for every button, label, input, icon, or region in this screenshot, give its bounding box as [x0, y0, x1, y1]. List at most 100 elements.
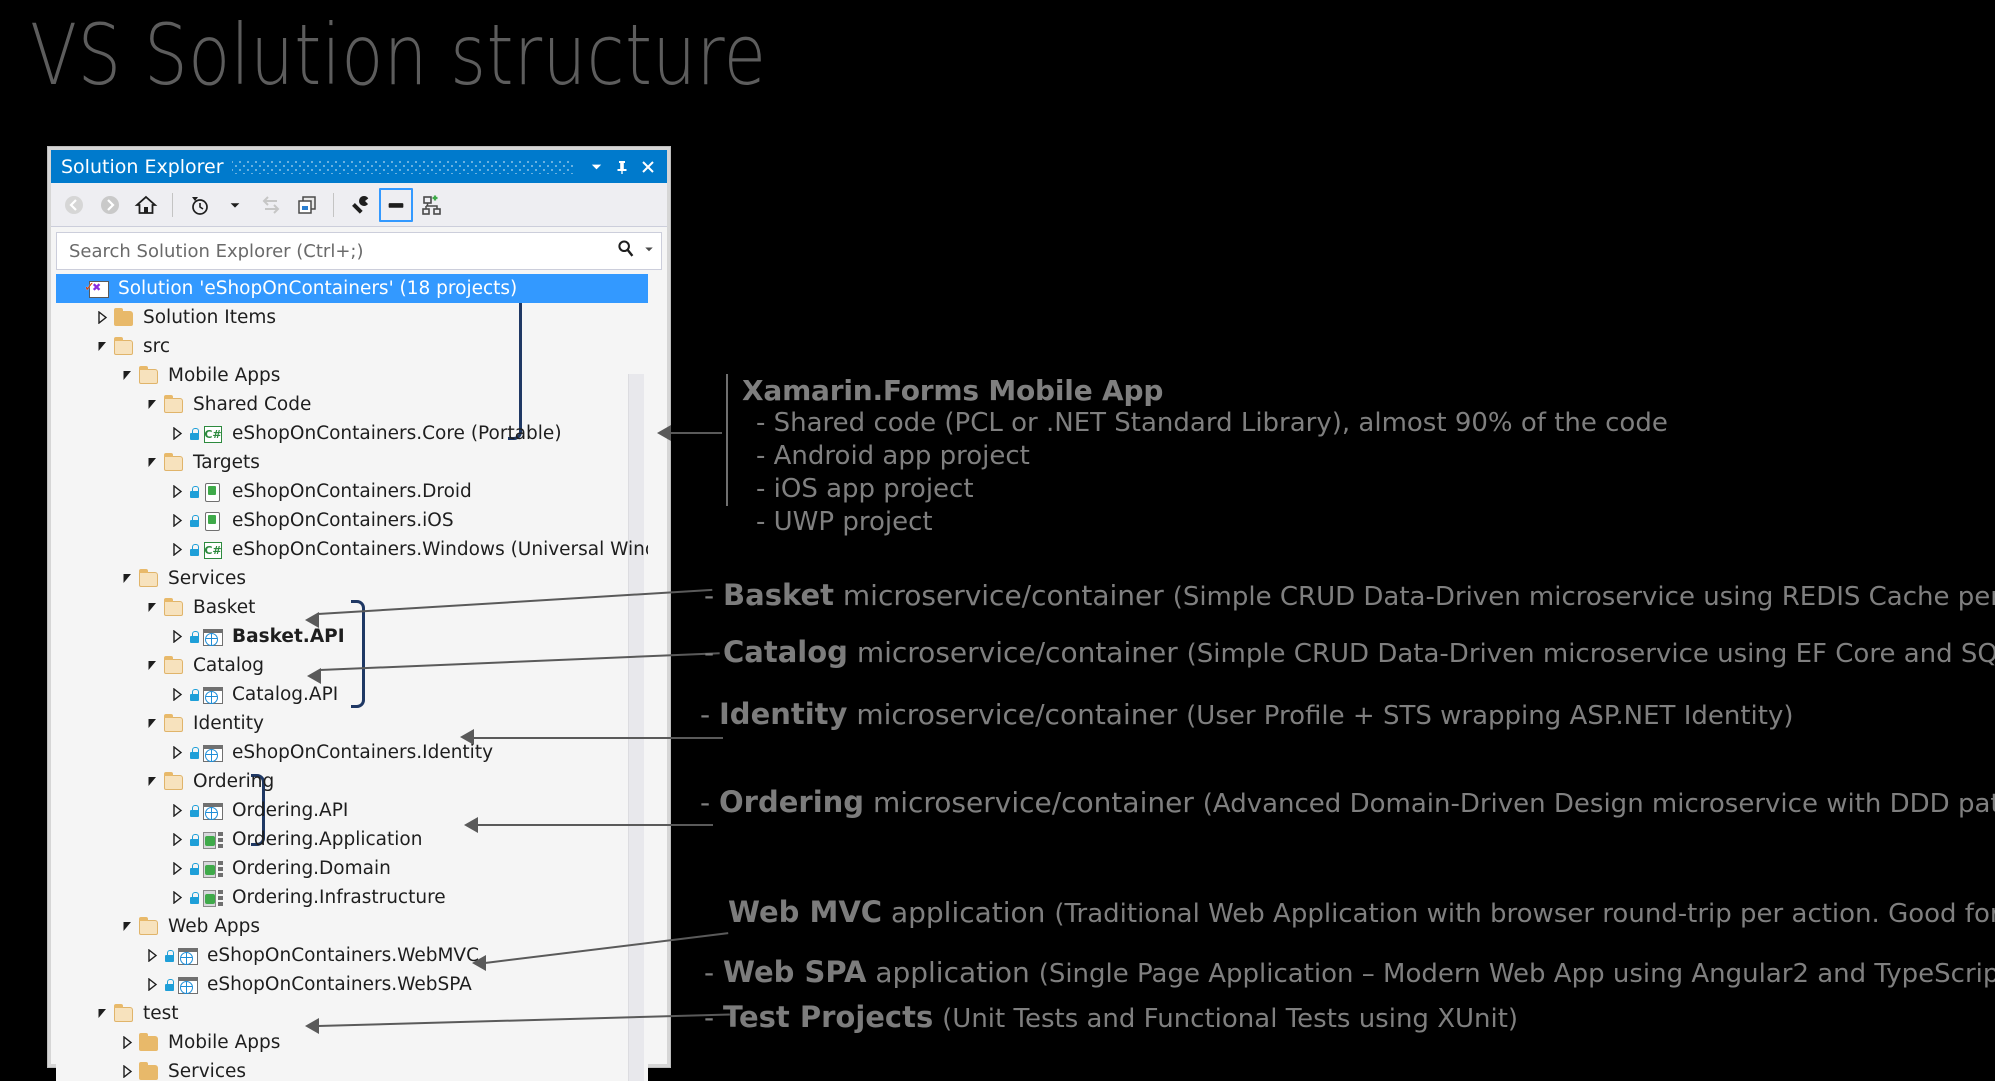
annotation-webspa: - Web SPA application (Single Page Appli… [704, 955, 1995, 989]
lock-icon [163, 974, 176, 996]
tree-item-ordering-application[interactable]: Ordering.Application [56, 825, 648, 854]
tree-item-mobile-apps[interactable]: Mobile Apps [56, 361, 648, 390]
tree-item-label: Catalog [193, 655, 265, 676]
folder-closed-icon [138, 1032, 160, 1054]
expand-arrow-icon[interactable] [141, 974, 163, 996]
tree-item-eshoponcontainers-droid[interactable]: eShopOnContainers.Droid [56, 477, 648, 506]
tree-item-eshoponcontainers-core-portable[interactable]: C#eShopOnContainers.Core (Portable) [56, 419, 648, 448]
sync-with-active-document-icon[interactable] [254, 188, 288, 222]
home-icon[interactable] [129, 188, 163, 222]
expand-arrow-icon[interactable] [166, 800, 188, 822]
expand-arrow-icon[interactable] [166, 510, 188, 532]
web-project-icon [177, 974, 199, 996]
tree-item-src[interactable]: src [56, 332, 648, 361]
tree-item-solution-items[interactable]: Solution Items [56, 303, 648, 332]
class-library-icon [202, 829, 224, 851]
collapse-arrow-icon[interactable] [141, 771, 163, 793]
tree-item-identity[interactable]: Identity [56, 709, 648, 738]
web-project-icon [202, 742, 224, 764]
tree-item-targets[interactable]: Targets [56, 448, 648, 477]
dropdown-arrow-icon[interactable] [218, 188, 252, 222]
tree-item-label: eShopOnContainers.WebSPA [207, 974, 472, 995]
tree-item-label: eShopOnContainers.Windows (Universal Win… [232, 539, 648, 560]
tree-item-ordering-domain[interactable]: Ordering.Domain [56, 854, 648, 883]
collapse-arrow-icon[interactable] [141, 452, 163, 474]
search-icon[interactable] [615, 238, 637, 265]
pending-changes-icon[interactable] [182, 188, 216, 222]
collapse-arrow-icon[interactable] [141, 713, 163, 735]
tree-item-ordering[interactable]: Ordering [56, 767, 648, 796]
tree-item-ordering-infrastructure[interactable]: Ordering.Infrastructure [56, 883, 648, 912]
expand-arrow-icon[interactable] [141, 945, 163, 967]
search-input[interactable] [67, 239, 615, 263]
annotation-mid: application [866, 956, 1039, 989]
annotation-mid: microservice/container [834, 579, 1173, 612]
search-dropdown-icon[interactable] [643, 242, 655, 260]
annotation-basket: - Basket microservice/container (Simple … [704, 578, 1995, 612]
folder-open-icon [163, 394, 185, 416]
tree-item-eshoponcontainers-ios[interactable]: eShopOnContainers.iOS [56, 506, 648, 535]
tree-item-eshoponcontainers-webspa[interactable]: eShopOnContainers.WebSPA [56, 970, 648, 999]
tree-item-basket[interactable]: Basket [56, 593, 648, 622]
expand-arrow-icon[interactable] [166, 423, 188, 445]
collapse-all-icon[interactable] [379, 187, 413, 222]
expand-arrow-icon[interactable] [166, 858, 188, 880]
tree-item-solution-eshoponcontainers-18-projects[interactable]: ✓Solution 'eShopOnContainers' (18 projec… [56, 274, 648, 303]
close-icon[interactable] [635, 154, 661, 180]
leader-ordering [477, 824, 713, 826]
expand-arrow-icon[interactable] [166, 626, 188, 648]
tree-item-eshoponcontainers-identity[interactable]: eShopOnContainers.Identity [56, 738, 648, 767]
collapse-arrow-icon[interactable] [141, 597, 163, 619]
preview-selected-items-icon[interactable] [290, 188, 324, 222]
tree-item-catalog[interactable]: Catalog [56, 651, 648, 680]
properties-icon[interactable] [343, 188, 377, 222]
collapse-arrow-icon[interactable] [91, 336, 113, 358]
tree-item-basket-api[interactable]: Basket.API [56, 622, 648, 651]
tree-item-catalog-api[interactable]: Catalog.API [56, 680, 648, 709]
tree-item-eshoponcontainers-webmvc[interactable]: eShopOnContainers.WebMVC [56, 941, 648, 970]
collapse-arrow-icon[interactable] [116, 365, 138, 387]
expand-arrow-icon[interactable] [116, 1061, 138, 1081]
tree-item-services[interactable]: Services [56, 1057, 648, 1081]
collapse-arrow-icon[interactable] [141, 394, 163, 416]
annotation-identity: - Identity microservice/container (User … [700, 697, 1793, 731]
tree-item-label: src [143, 336, 171, 357]
collapse-arrow-icon[interactable] [116, 916, 138, 938]
solution-tree[interactable]: ✓Solution 'eShopOnContainers' (18 projec… [56, 274, 648, 1081]
tree-item-ordering-api[interactable]: Ordering.API [56, 796, 648, 825]
tree-item-shared-code[interactable]: Shared Code [56, 390, 648, 419]
pin-icon[interactable] [609, 154, 635, 180]
annotation-head: Web SPA [723, 955, 867, 989]
show-all-files-icon[interactable] [415, 188, 449, 222]
tree-item-test[interactable]: test [56, 999, 648, 1028]
annotation-xamarin-bullet-1: - Android app project [756, 441, 1030, 471]
tree-scrollbar[interactable] [628, 374, 644, 1081]
tree-item-label: Targets [193, 452, 260, 473]
annotation-mid: microservice/container [847, 636, 1187, 669]
forward-icon[interactable] [93, 188, 127, 222]
expand-arrow-icon[interactable] [166, 829, 188, 851]
tree-item-eshoponcontainers-windows-universal-windows[interactable]: C#eShopOnContainers.Windows (Universal W… [56, 535, 648, 564]
expand-arrow-icon[interactable] [166, 684, 188, 706]
expand-arrow-icon[interactable] [166, 742, 188, 764]
search-bar[interactable] [56, 232, 662, 270]
annotation-detail: (Traditional Web Application with browse… [1054, 899, 1995, 929]
tree-item-mobile-apps[interactable]: Mobile Apps [56, 1028, 648, 1057]
solution-explorer-toolbar [51, 183, 667, 227]
expand-arrow-icon[interactable] [166, 539, 188, 561]
collapse-arrow-icon[interactable] [141, 655, 163, 677]
window-dropdown-icon[interactable] [583, 154, 609, 180]
collapse-arrow-icon[interactable] [91, 1003, 113, 1025]
class-library-icon [202, 858, 224, 880]
back-icon[interactable] [57, 188, 91, 222]
tree-item-label: Identity [193, 713, 264, 734]
expand-arrow-icon[interactable] [166, 887, 188, 909]
expand-arrow-icon[interactable] [91, 307, 113, 329]
tree-item-services[interactable]: Services [56, 564, 648, 593]
expand-arrow-icon[interactable] [116, 1032, 138, 1054]
collapse-arrow-icon[interactable] [116, 568, 138, 590]
tree-item-web-apps[interactable]: Web Apps [56, 912, 648, 941]
toolbar-separator [172, 192, 173, 217]
expand-arrow-icon[interactable] [166, 481, 188, 503]
lock-icon [188, 829, 201, 851]
